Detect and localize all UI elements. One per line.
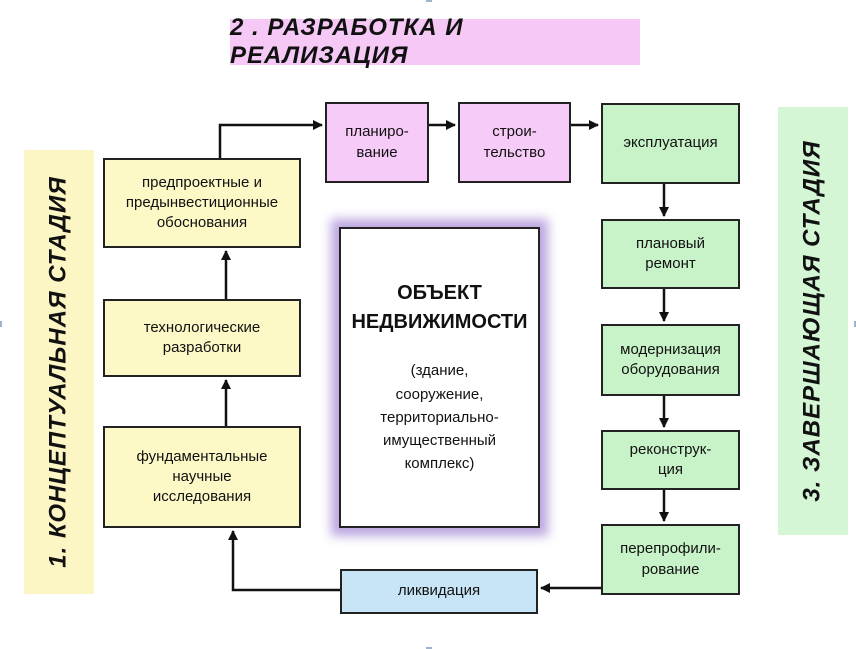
box-tech-development: технологические разработки (103, 299, 301, 377)
stage-final-banner: 3. ЗАВЕРШАЮЩАЯ СТАДИЯ (778, 107, 848, 535)
box-reprofiling-line: перепрофили- (620, 540, 721, 558)
box-planning: планиро- вание (325, 102, 429, 183)
stage-development-label: 2 . РАЗРАБОТКА И РЕАЛИЗАЦИЯ (230, 14, 464, 69)
arrow-liquidation-to-research (228, 530, 340, 592)
box-construction: строи- тельство (458, 102, 571, 183)
box-modernization: модернизация оборудования (601, 324, 740, 396)
box-reprofiling: перепрофили- рование (601, 524, 740, 595)
center-title-line: ОБЪЕКТ (397, 282, 482, 305)
box-research-line: фундаментальные (136, 447, 268, 465)
box-reprofiling-line: рование (641, 560, 700, 578)
box-construction-line: строи- (492, 123, 537, 141)
box-reconstruction-line: реконструк- (629, 440, 712, 458)
center-subtitle-line: сооружение, (395, 385, 484, 403)
box-planning-line: вание (356, 143, 398, 161)
box-liquidation: ликвидация (340, 569, 538, 614)
box-modernization-line: оборудования (621, 361, 720, 378)
real-estate-object-box: ОБЪЕКТ НЕДВИЖИМОСТИ (здание, сооружение,… (339, 227, 540, 528)
frame-tick-bottom (426, 647, 432, 649)
box-planned-repair: плановый ремонт (601, 219, 740, 289)
box-liquidation-line: ликвидация (397, 582, 481, 600)
box-preproject-line: обоснования (156, 214, 248, 232)
box-modernization-line: модернизация (620, 340, 721, 358)
box-research-line: исследования (152, 488, 252, 506)
center-title-line: НЕДВИЖИМОСТИ (351, 311, 528, 334)
box-repair-line: ремонт (645, 255, 696, 272)
frame-tick-right (854, 321, 856, 327)
center-subtitle-line: территориально- (380, 408, 499, 426)
box-tech-line: технологические (143, 318, 261, 336)
stage-conceptual-label: 1. КОНЦЕПТУАЛЬНАЯ СТАДИЯ (45, 176, 72, 568)
box-preproject-line: предынвестиционные (125, 193, 279, 211)
arrow-preproject-to-planning (218, 120, 323, 158)
box-research-line: научные (172, 467, 232, 485)
box-operation: эксплуатация (601, 103, 740, 184)
stage-final-label: 3. ЗАВЕРШАЮЩАЯ СТАДИЯ (799, 140, 827, 502)
center-subtitle-line: имущественный (382, 432, 497, 450)
stage-development-banner: 2 . РАЗРАБОТКА И РЕАЛИЗАЦИЯ (230, 14, 640, 69)
box-preproject-line: предпроектные и (142, 173, 262, 191)
frame-tick-top (426, 0, 432, 2)
center-subtitle-line: комплекс) (404, 455, 475, 473)
stage-conceptual-banner: 1. КОНЦЕПТУАЛЬНАЯ СТАДИЯ (24, 150, 94, 594)
box-preproject: предпроектные и предынвестиционные обосн… (103, 158, 301, 248)
box-operation-line: эксплуатация (623, 134, 718, 152)
box-tech-line: разработки (162, 339, 242, 356)
box-planning-line: планиро- (345, 123, 409, 141)
box-reconstruction: реконструк- ция (601, 430, 740, 490)
frame-tick-left (0, 321, 2, 327)
box-reconstruction-line: ция (657, 461, 684, 478)
box-construction-line: тельство (483, 143, 546, 161)
box-repair-line: плановый (636, 234, 705, 252)
box-research: фундаментальные научные исследования (103, 426, 301, 528)
center-subtitle-line: (здание, (410, 362, 469, 380)
